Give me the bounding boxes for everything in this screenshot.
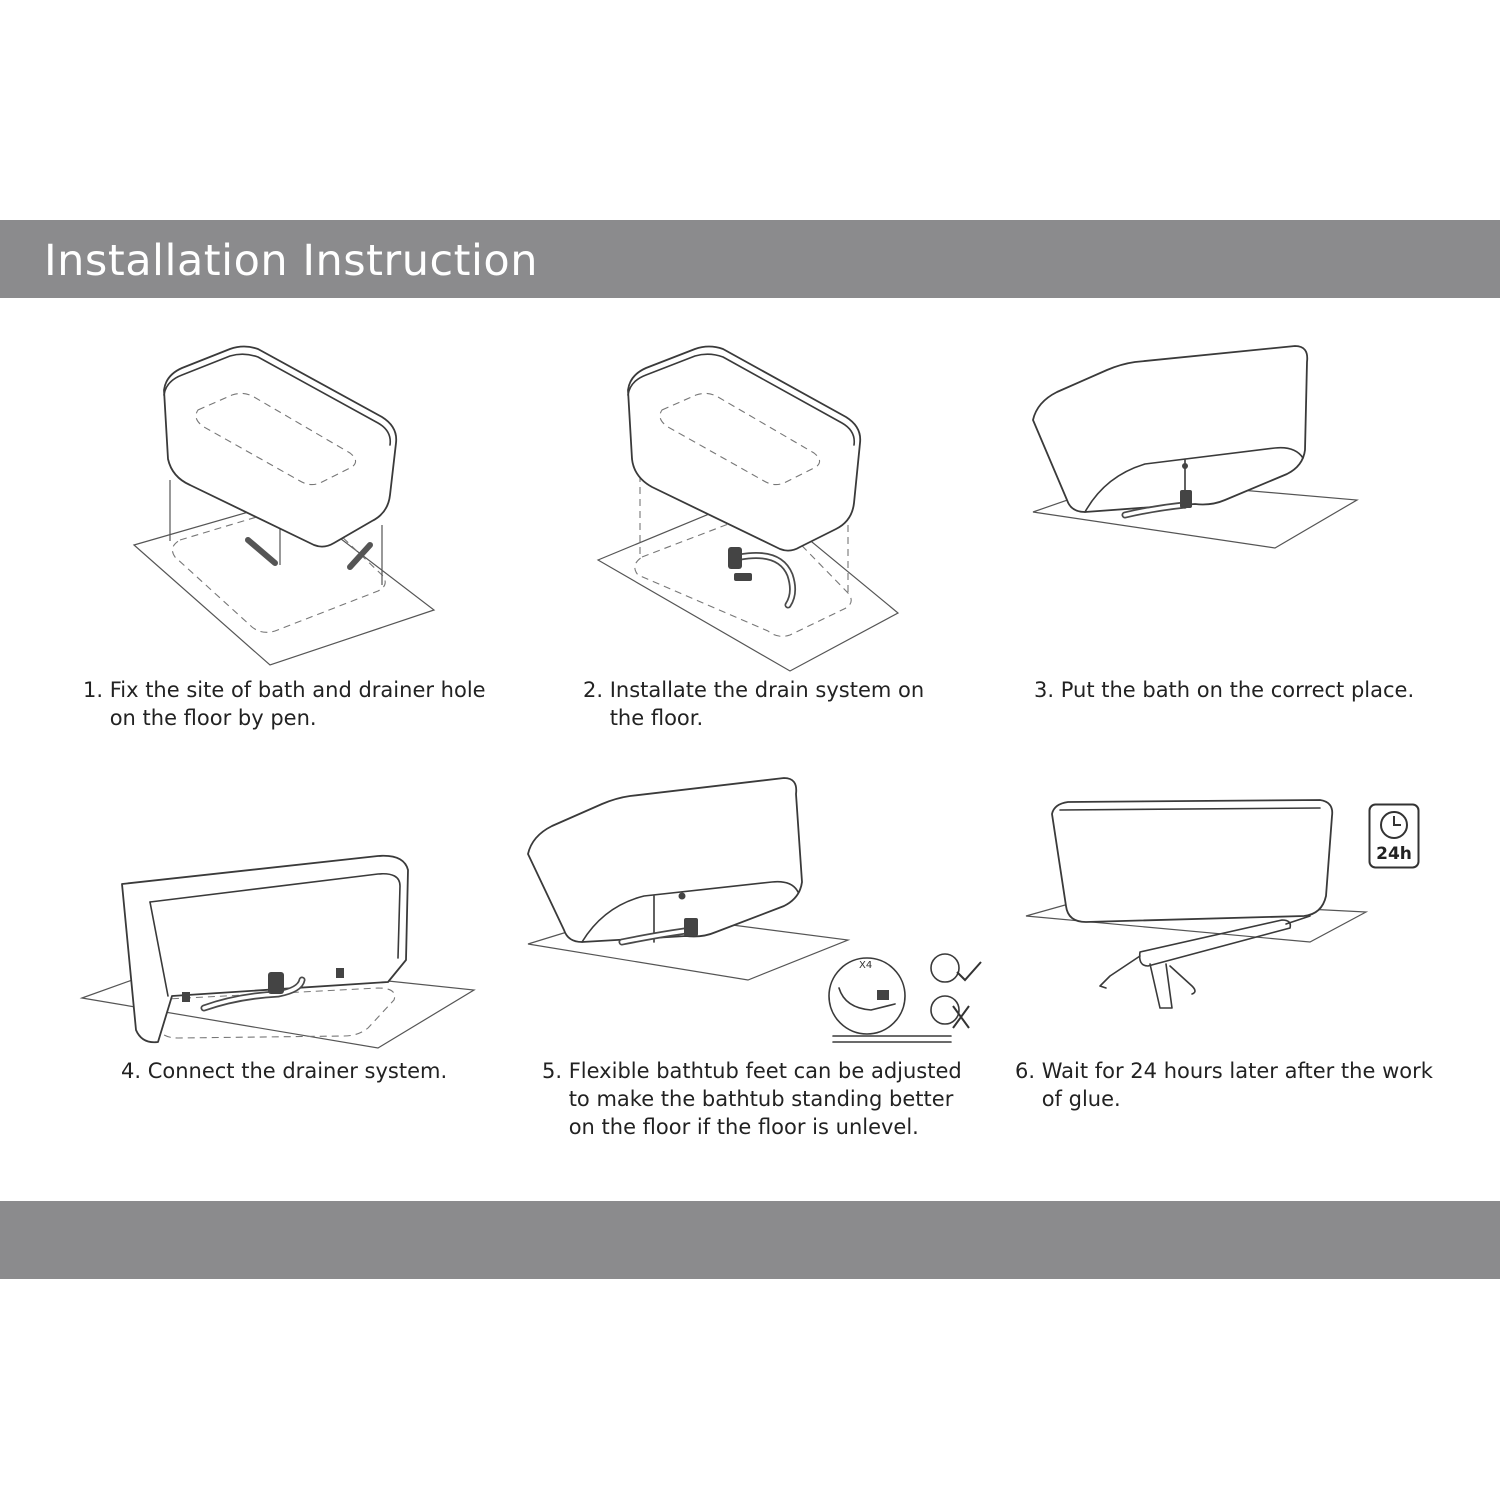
drain-pipe-icon	[1121, 490, 1192, 519]
footer-band	[0, 1201, 1500, 1279]
step-4-caption: 4. Connect the drainer system.	[121, 1059, 448, 1083]
wait-time-label: 24h	[1376, 844, 1412, 864]
clock-badge: 24h	[1368, 803, 1420, 869]
pen-icon	[245, 537, 278, 566]
header-band	[0, 220, 1500, 298]
cross-mark-icon	[952, 1005, 970, 1029]
feet-count-label: X4	[859, 960, 872, 971]
adjustable-feet-detail: X4	[828, 953, 982, 1043]
step-1-caption: 1. Fix the site of bath and drainer hole…	[83, 678, 486, 730]
pen-icon	[347, 542, 373, 570]
bathtub-tilted	[1032, 345, 1309, 513]
bathtub-tilted	[527, 777, 803, 943]
bathtub-cutaway	[121, 854, 409, 1044]
step-1-illustration	[132, 345, 436, 666]
bathtub	[1051, 799, 1334, 923]
clock-icon	[1380, 811, 1408, 839]
bathtub	[627, 345, 862, 552]
drain-pipe-icon	[728, 547, 797, 609]
step-5-caption: 5. Flexible bathtub feet can be adjusted…	[542, 1059, 962, 1139]
step-2-illustration	[596, 345, 900, 672]
floor-sheet	[596, 494, 900, 672]
step-5-illustration	[527, 777, 851, 981]
step-6-illustration	[1025, 799, 1369, 1009]
step-3-caption: 3. Put the bath on the correct place.	[1034, 678, 1415, 702]
caulk-gun-icon	[1099, 915, 1311, 1009]
step-6-caption: 6. Wait for 24 hours later after the wor…	[1015, 1059, 1433, 1111]
step-2-caption: 2. Installate the drain system on the fl…	[583, 678, 925, 730]
feet-zoom-circle	[828, 957, 906, 1035]
drain-pipe-icon	[618, 918, 698, 946]
bathtub	[163, 345, 398, 548]
step-3-illustration	[1032, 345, 1359, 549]
foot-icon	[877, 990, 889, 1000]
page-title: Installation Instruction	[44, 236, 538, 286]
drain-pipe-icon	[182, 968, 344, 1012]
check-mark-icon	[956, 961, 982, 982]
step-4-illustration	[79, 854, 476, 1049]
floor-sheet	[132, 499, 436, 666]
